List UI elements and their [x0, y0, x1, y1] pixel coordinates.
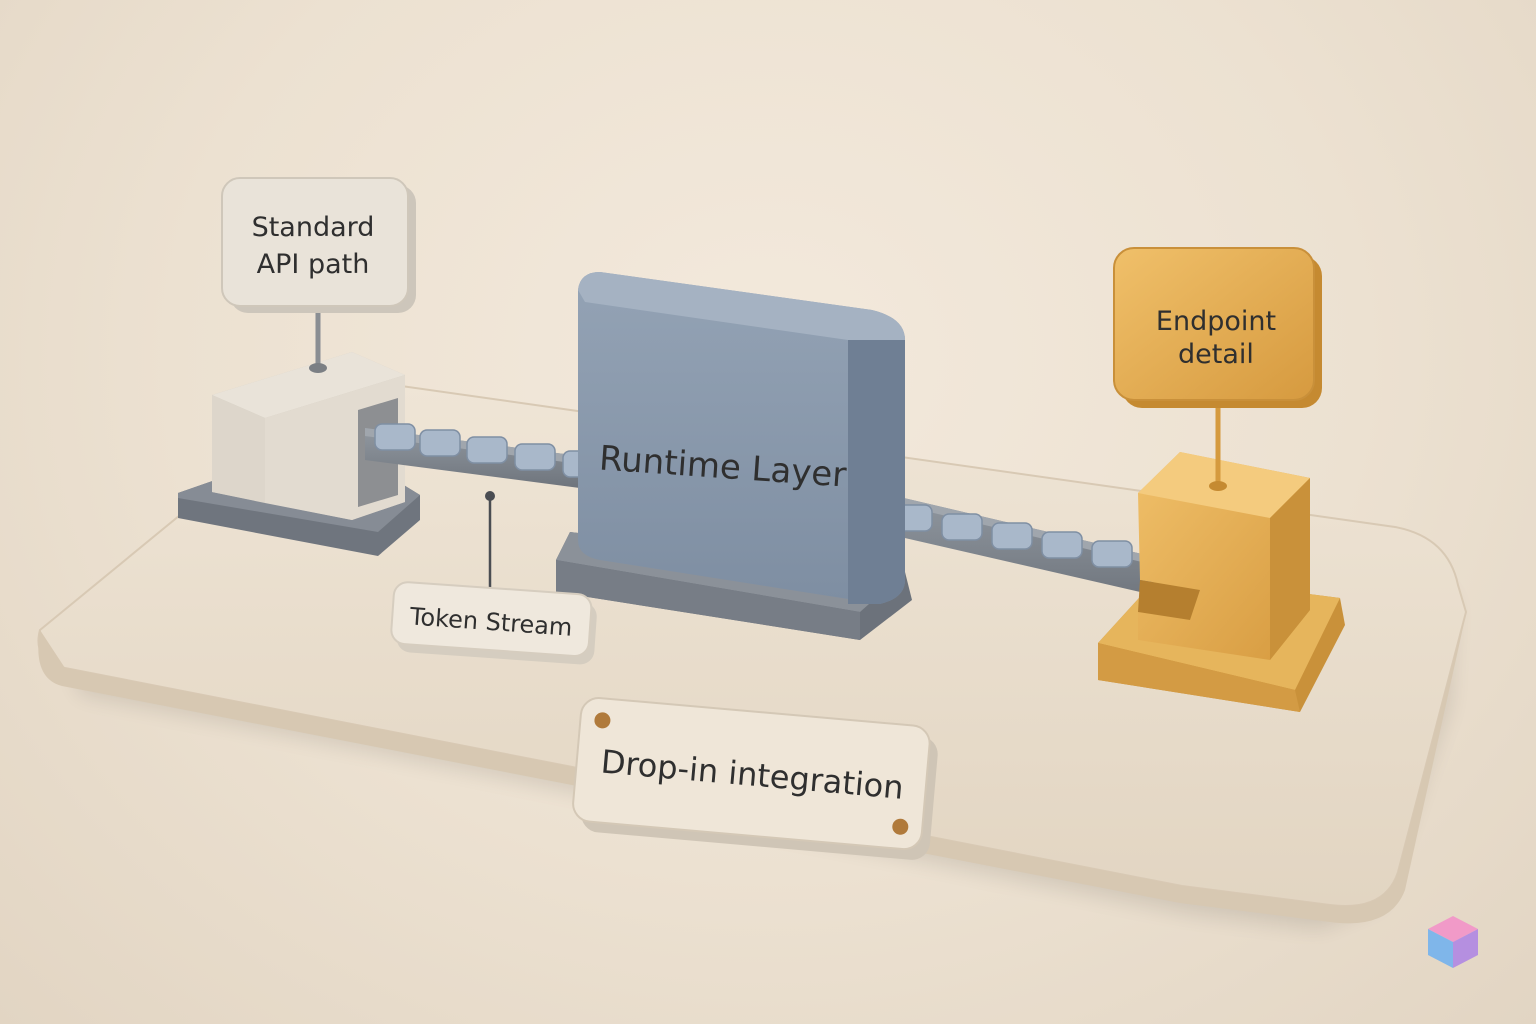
- token-stream-left: [374, 423, 594, 478]
- token-stream-right: [891, 504, 1183, 577]
- endpoint-label-pin: [1209, 398, 1227, 491]
- endpoint-label-line-2: detail: [1178, 339, 1254, 370]
- source-label-line-2: API path: [257, 249, 370, 280]
- drop-in-plaque: Drop-in integration: [572, 697, 938, 860]
- rivet-icon: [892, 818, 909, 835]
- runtime-block: [556, 272, 912, 640]
- endpoint-block: [1098, 452, 1345, 712]
- rivet-icon: [594, 712, 611, 729]
- source-label-line-1: Standard: [252, 212, 375, 243]
- token-stream-label: Token Stream: [390, 581, 597, 665]
- endpoint-label-sign: Endpoint detail: [1113, 247, 1322, 408]
- endpoint-label-line-1: Endpoint: [1156, 306, 1276, 337]
- source-label-sign: Standard API path: [221, 177, 416, 313]
- cube-icon: [1428, 916, 1478, 968]
- source-block: [178, 352, 420, 556]
